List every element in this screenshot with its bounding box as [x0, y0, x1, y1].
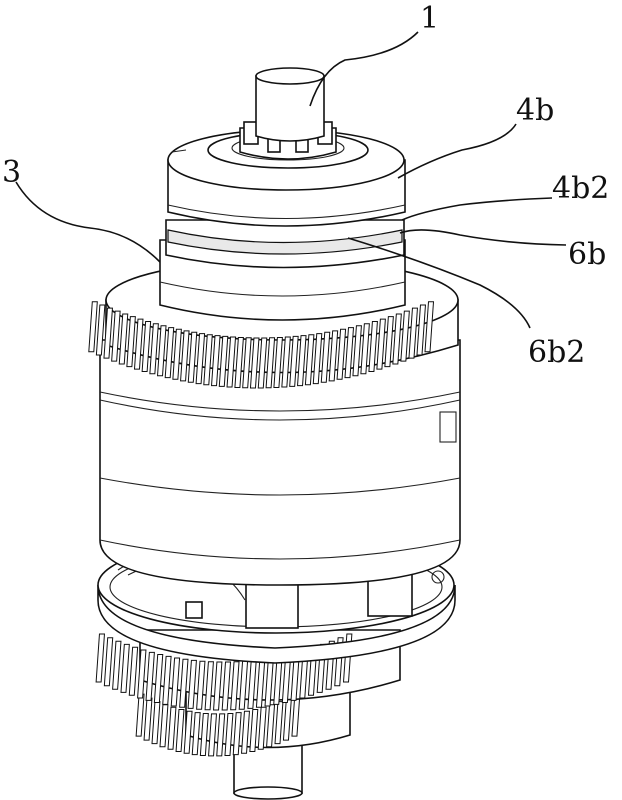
label-6b2: 6b2 [528, 335, 585, 370]
gear-tooth [392, 313, 402, 365]
gear-tooth [242, 337, 252, 389]
gear-tooth [208, 713, 218, 757]
gear-tooth [384, 316, 394, 368]
gear-tooth [211, 335, 221, 387]
gear-tooth [297, 335, 307, 387]
gear-tooth [336, 328, 347, 380]
gear-tooth [180, 330, 190, 382]
gear-tooth [424, 301, 435, 353]
gear-tooth [183, 710, 193, 754]
gear-tooth [159, 704, 169, 748]
gear-tooth [226, 336, 237, 388]
gear-tooth [156, 325, 167, 377]
gear-tooth [352, 325, 362, 377]
gear-tooth [234, 337, 244, 388]
gear-tooth [230, 661, 240, 711]
gear-tooth [164, 327, 175, 379]
label-4b2: 4b2 [552, 171, 609, 206]
gear-tooth [232, 712, 242, 756]
label-1: 1 [420, 1, 439, 36]
leader-4b [397, 123, 517, 179]
gear-tooth [103, 307, 113, 359]
gear-tooth [360, 323, 370, 375]
gear-tooth [145, 651, 155, 701]
gear-tooth [221, 661, 232, 711]
gear-tooth [170, 657, 181, 707]
gear-tooth [149, 323, 159, 375]
label-3: 3 [2, 155, 21, 190]
gear-tooth [344, 327, 355, 379]
gear-tooth [249, 337, 260, 389]
leader-lines [15, 31, 567, 329]
gear-tooth [213, 661, 223, 711]
gear-tooth [143, 697, 153, 741]
gear-tooth [199, 713, 209, 756]
gear-tooth [416, 304, 427, 356]
input-shaft [239, 67, 337, 160]
gear-tooth [141, 321, 152, 372]
gear-tooth [328, 330, 339, 382]
ring-6b [165, 219, 405, 269]
gear-tooth [135, 693, 145, 737]
leader-4b2 [401, 197, 553, 221]
leader-1 [309, 31, 419, 107]
gear-tooth [120, 643, 130, 693]
gear-tooth [187, 659, 197, 709]
gear-tooth [320, 331, 331, 383]
gear-tooth [240, 710, 250, 754]
gear-tooth [312, 333, 323, 385]
gear-tooth [257, 337, 268, 389]
gear-tooth [162, 655, 172, 705]
gear-tooth [128, 646, 139, 696]
gear-tooth [167, 706, 177, 750]
leader-3 [15, 181, 161, 263]
gear-tooth [376, 318, 386, 370]
gear-tooth [191, 712, 201, 756]
gear-tooth [195, 333, 206, 385]
gear-tooth [179, 658, 189, 708]
label-6b: 6b [568, 237, 606, 272]
gear-tooth [249, 709, 259, 752]
gear-tooth [274, 701, 284, 745]
gear-tooth [203, 334, 213, 386]
gear-tooth [196, 660, 206, 710]
gear-tooth [304, 334, 315, 386]
gear-tooth [224, 713, 234, 756]
gear-tooth [204, 661, 214, 711]
gear-tooth [368, 321, 378, 372]
gear-tooth [281, 336, 291, 388]
gear-tooth [218, 335, 229, 387]
gear-tooth [175, 709, 185, 752]
label-4b: 4b [516, 93, 554, 128]
leader-6b [399, 229, 567, 246]
gear-tooth [187, 331, 198, 383]
gear-tooth [151, 701, 161, 745]
gear-tooth [172, 328, 182, 380]
leader-6b2 [347, 237, 531, 329]
gear-tooth [126, 316, 136, 368]
reference-numerals: 1 4b 4b2 3 6b 6b2 [2, 1, 609, 370]
gear-tooth [257, 706, 267, 750]
gear-tooth [265, 337, 276, 389]
gear-tooth [289, 335, 299, 387]
gear-tooth [88, 301, 98, 353]
gear-tooth [95, 304, 106, 356]
gear-tooth [103, 637, 114, 687]
gear-tooth [95, 633, 106, 683]
gear-tooth [408, 307, 418, 359]
gear-tooth [118, 313, 129, 365]
gear-tooth [266, 704, 276, 748]
gear-tooth [400, 310, 410, 362]
gear-tooth [112, 640, 122, 690]
gear-tooth [153, 654, 164, 703]
gear-tooth [133, 318, 144, 370]
gear-tooth [111, 310, 121, 362]
gear-tooth [273, 337, 283, 388]
main-housing [99, 339, 461, 586]
gear-tooth [216, 713, 226, 757]
gear-tooth [137, 649, 147, 699]
